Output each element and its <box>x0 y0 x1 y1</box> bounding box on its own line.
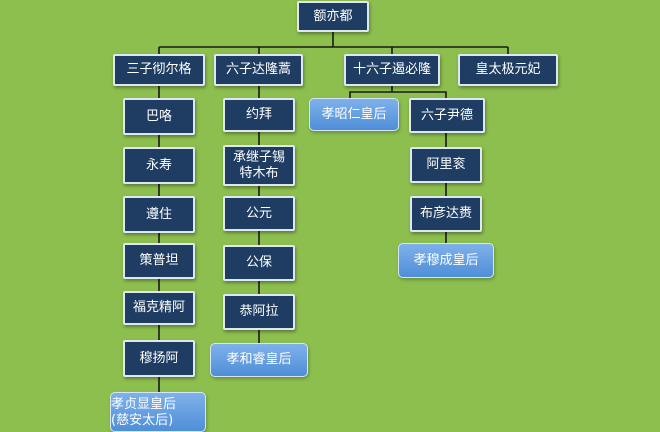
branch3-label: 布彦达赉 <box>419 206 472 221</box>
gen2-node-dalonghao: 六子达隆蒿 <box>214 54 303 86</box>
branch1-label: 福克精阿 <box>132 300 185 315</box>
branch3-node: 六子尹德 <box>409 98 485 133</box>
gen2-label: 六子达隆蒿 <box>225 62 291 77</box>
branch3-node: 布彦达赉 <box>410 196 482 232</box>
branch3-female-label: 孝昭仁皇后 <box>321 106 387 122</box>
branch1-node: 穆扬阿 <box>123 340 195 377</box>
branch3-female-label: 孝穆成皇后 <box>413 252 479 268</box>
branch1-female-label: 孝贞显皇后 <box>111 397 177 412</box>
root-label: 额亦都 <box>313 8 353 24</box>
branch1-label: 遵住 <box>145 206 172 222</box>
branch2-node: 公元 <box>223 196 295 231</box>
branch2-node: 公保 <box>223 245 295 281</box>
branch1-node: 策普坦 <box>123 243 195 279</box>
branch1-node: 永寿 <box>123 147 195 184</box>
branch2-node: 恭阿拉 <box>223 294 295 330</box>
branch1-label: 策普坦 <box>139 253 179 268</box>
root-node: 额亦都 <box>297 1 369 32</box>
branch2-label: 公保 <box>245 255 272 270</box>
branch1-node: 遵住 <box>123 196 195 233</box>
branch3-node: 阿里衮 <box>410 147 482 183</box>
gen2-label: 皇太极元妃 <box>475 62 541 77</box>
branch2-female-label: 孝和睿皇后 <box>226 352 292 367</box>
gen2-node-cheerge: 三子彻尔格 <box>113 54 205 86</box>
branch1-female-node: 孝贞显皇后 (慈安太后) <box>110 392 206 432</box>
gen2-node-yuanfei: 皇太极元妃 <box>458 54 558 86</box>
branch2-label: 承继子锡特木布 <box>233 149 286 181</box>
branch1-label: 巴咯 <box>145 108 172 124</box>
branch1-label: 穆扬阿 <box>139 350 179 366</box>
branch2-node: 约拜 <box>223 98 295 132</box>
branch1-female-sublabel: (慈安太后) <box>111 413 174 428</box>
branch1-node: 巴咯 <box>123 98 195 135</box>
branch3-female-node: 孝昭仁皇后 <box>309 98 399 131</box>
branch2-label: 公元 <box>245 205 272 221</box>
branch3-female-node: 孝穆成皇后 <box>398 243 494 278</box>
branch2-node: 承继子锡特木布 <box>223 145 295 186</box>
gen2-label: 三子彻尔格 <box>126 62 192 77</box>
branch3-label: 阿里衮 <box>426 157 466 172</box>
branch2-label: 恭阿拉 <box>239 304 279 319</box>
branch1-node: 福克精阿 <box>123 291 195 325</box>
gen2-node-ebilong: 十六子遏必隆 <box>344 54 440 86</box>
branch3-label: 六子尹德 <box>420 107 473 123</box>
branch2-female-node: 孝和睿皇后 <box>210 343 308 377</box>
branch2-label: 约拜 <box>245 107 272 122</box>
branch1-label: 永寿 <box>145 157 172 173</box>
gen2-label: 十六子遏必隆 <box>352 62 431 77</box>
